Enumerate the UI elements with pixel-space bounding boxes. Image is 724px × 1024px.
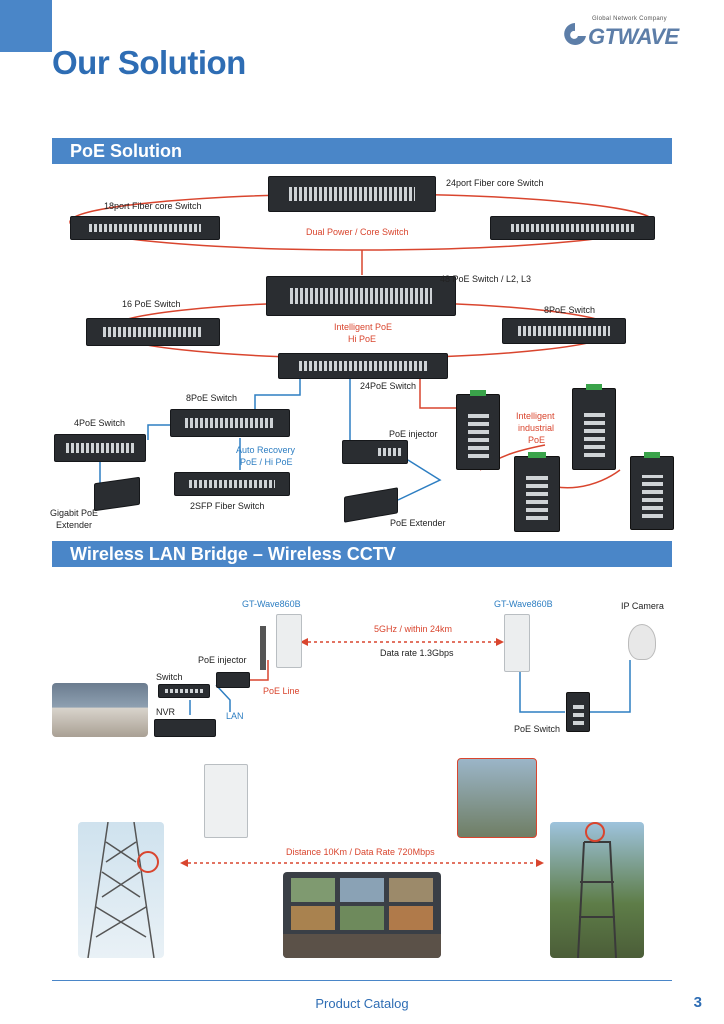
label-16poe: 16 PoE Switch: [122, 299, 181, 309]
page-title: Our Solution: [52, 44, 246, 81]
label-nvr: NVR: [156, 707, 176, 717]
logo-wordmark: GTWAVE: [588, 24, 679, 49]
section-header-wireless: Wireless LAN Bridge – Wireless CCTV: [52, 541, 672, 567]
corner-accent-block: [0, 0, 52, 52]
label-intelligent-poe: Intelligent PoE: [334, 322, 393, 332]
label-data-rate: Data rate 1.3Gbps: [380, 648, 454, 658]
nvr-device: [154, 719, 216, 737]
bridge-left-mount: [260, 626, 266, 670]
tower-right-photo: [550, 822, 644, 958]
nvr-switch-device: [158, 684, 210, 698]
label-8poe: 8PoE Switch: [186, 393, 238, 403]
label-24poe: 24PoE Switch: [360, 381, 417, 391]
section-header-poe: PoE Solution: [52, 138, 672, 164]
industrial-switch-4: [630, 452, 674, 530]
label-48poe: 48 PoE Switch / L2, L3: [440, 274, 532, 284]
poe-injector-device: [342, 440, 408, 464]
label-4poe: 4PoE Switch: [74, 418, 126, 428]
label-intelligent-ind: Intelligent: [516, 411, 555, 421]
label-gigabit-poe: Gigabit PoE: [50, 508, 99, 518]
switch-48poe: [266, 276, 456, 316]
industrial-switch-1: [456, 390, 500, 470]
bridge-outdoor-unit-photo: [204, 764, 248, 838]
page-number: 3: [693, 994, 702, 1011]
control-room-photo: [52, 683, 148, 737]
switch-18port-fiber-core-right: [490, 216, 655, 240]
label-18port-core: 18port Fiber core Switch: [104, 201, 202, 211]
label-ip-camera: IP Camera: [621, 601, 664, 611]
label-lan: LAN: [226, 711, 244, 721]
label-poe-switch: PoE Switch: [514, 724, 561, 734]
label-5ghz: 5GHz / within 24km: [374, 624, 453, 634]
switch-24port-fiber-core: [268, 176, 436, 212]
ip-camera-device: [628, 624, 656, 660]
switch-24poe: [278, 353, 448, 379]
footer-catalog: Product Catalog: [315, 996, 409, 1011]
wireless-topology-lines: [180, 638, 631, 867]
label-auto-recovery: Auto Recovery: [236, 445, 296, 455]
wireless-bridge-right-device: [504, 614, 530, 672]
label-2sfp: 2SFP Fiber Switch: [190, 501, 265, 511]
tower-closeup-photo: [457, 758, 537, 838]
wireless-bridge-left-device: [276, 614, 302, 668]
label-gt-wave-left: GT-Wave860B: [242, 599, 301, 609]
company-logo: Global Network Company GTWAVE: [562, 14, 702, 54]
label-industrial: industrial: [518, 423, 555, 433]
industrial-switch-2: [572, 384, 616, 470]
tower-left-photo: [78, 822, 164, 958]
label-gigabit-extender: Extender: [56, 520, 93, 530]
poe-injector-wireless-device: [216, 672, 250, 688]
label-8poe-right: 8PoE Switch: [544, 305, 596, 315]
switch-4poe: [54, 434, 146, 462]
lattice-tower-icon: [87, 822, 159, 958]
label-auto-poe: PoE / Hi PoE: [240, 457, 293, 467]
switch-18port-fiber-core-left: [70, 216, 220, 240]
label-hi-poe: Hi PoE: [348, 334, 377, 344]
label-dual-power: Dual Power / Core Switch: [306, 227, 409, 237]
label-poe-injector: PoE injector: [389, 429, 438, 439]
label-poe-injector-wireless: PoE injector: [198, 655, 247, 665]
logo-tagline: Global Network Company: [592, 16, 667, 22]
industrial-switch-3: [514, 452, 560, 532]
label-poe-line: PoE Line: [263, 686, 300, 696]
observation-tower-icon: [577, 822, 617, 958]
switch-8poe-right: [502, 318, 626, 344]
label-switch: Switch: [156, 672, 183, 682]
label-distance: Distance 10Km / Data Rate 720Mbps: [286, 847, 435, 857]
logo-swirl-icon: [564, 23, 586, 45]
label-industrial-poe: PoE: [528, 435, 546, 445]
monitor-grid-icon: [283, 878, 441, 958]
monitoring-wall-photo: [283, 872, 441, 958]
label-24port-core: 24port Fiber core Switch: [446, 178, 544, 188]
label-poe-extender: PoE Extender: [390, 518, 446, 528]
footer-divider: [52, 980, 672, 981]
poe-switch-industrial-device: [566, 692, 590, 732]
switch-16poe: [86, 318, 220, 346]
switch-2sfp-fiber: [174, 472, 290, 496]
label-gt-wave-right: GT-Wave860B: [494, 599, 553, 609]
switch-8poe: [170, 409, 290, 437]
